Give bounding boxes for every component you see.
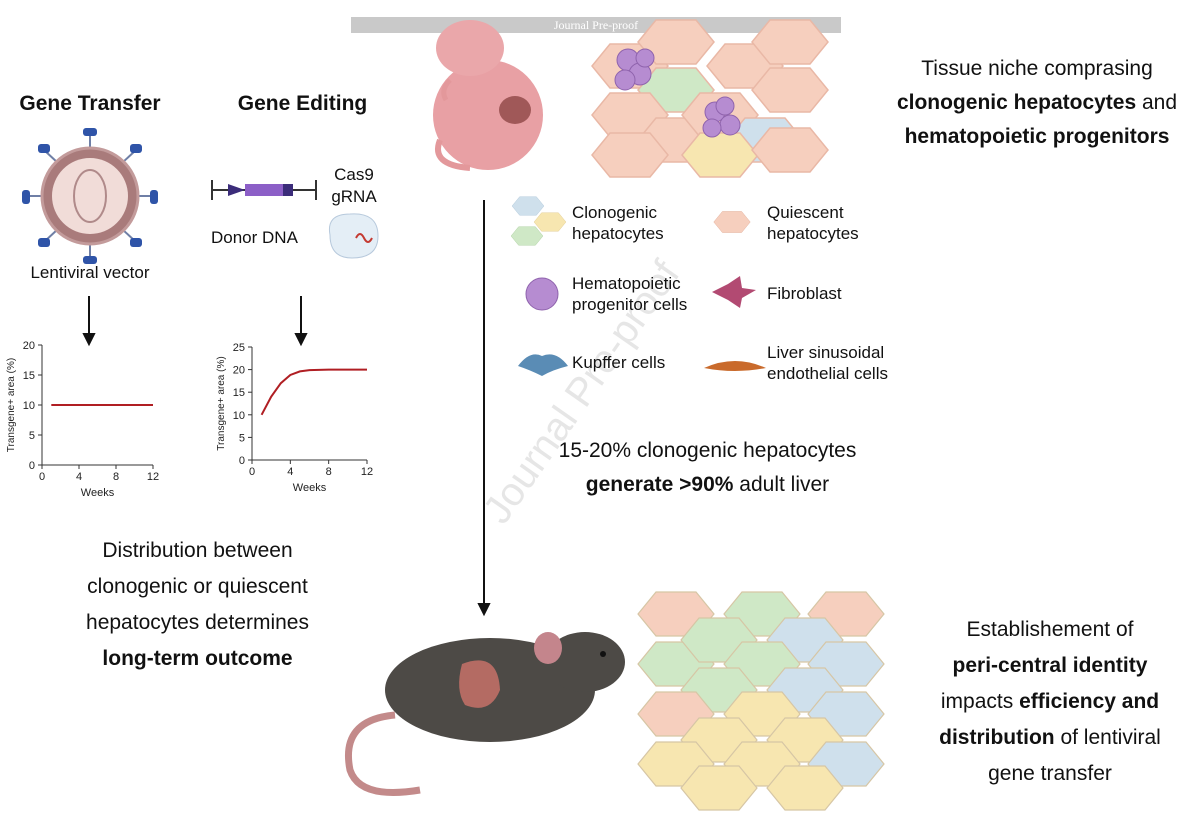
lentiviral-vector-illustration (22, 128, 158, 264)
grna-label: gRNA (331, 187, 377, 206)
lentiviral-vector-label: Lentiviral vector (30, 263, 150, 282)
y-tick-label: 10 (233, 410, 245, 422)
y-tick-label: 15 (233, 387, 245, 399)
progenitor-clusters (614, 48, 741, 138)
series-line (260, 368, 367, 416)
distribution-text: Distribution between clonogenic or quies… (86, 539, 309, 670)
tissue-niche-cluster (591, 19, 829, 178)
x-axis-label: Weeks (81, 487, 115, 499)
y-tick-label: 20 (23, 340, 35, 352)
y-axis-label: Transgene+ area (%) (6, 358, 17, 452)
gene-editing-title: Gene Editing (237, 92, 368, 115)
gene-transfer-title: Gene Transfer (19, 92, 161, 115)
tissue-niche-text: Tissue niche comprasing clonogenic hepat… (896, 57, 1178, 148)
x-tick-label: 8 (326, 466, 332, 478)
x-axis-label: Weeks (293, 482, 327, 494)
y-tick-label: 5 (29, 430, 35, 442)
legend-kupffer: Kupffer cells (572, 353, 666, 372)
y-tick-label: 20 (233, 365, 245, 377)
clonogenic-stat-text: 15-20% clonogenic hepatocytes generate >… (558, 439, 857, 496)
y-axis-label: Transgene+ area (%) (216, 356, 227, 450)
liver-lobule-cluster (637, 591, 885, 811)
x-tick-label: 12 (147, 471, 159, 483)
y-tick-label: 0 (239, 455, 245, 467)
identity-text: Establishement of peri-central identity … (939, 618, 1161, 785)
x-tick-label: 4 (76, 471, 82, 483)
x-tick-label: 0 (39, 471, 45, 483)
cas9-grna-illustration (328, 213, 379, 259)
adult-mouse-illustration (345, 632, 625, 796)
x-tick-label: 4 (287, 466, 293, 478)
x-tick-label: 8 (113, 471, 119, 483)
y-tick-label: 5 (239, 432, 245, 444)
cas9-label: Cas9 (334, 165, 374, 184)
flow-arrows (82, 200, 491, 617)
y-tick-label: 10 (23, 400, 35, 412)
x-tick-label: 0 (249, 466, 255, 478)
legend-icons (510, 196, 766, 376)
newborn-mouse-illustration (433, 20, 543, 171)
legend-fibroblast: Fibroblast (767, 284, 842, 303)
donor-dna-illustration (211, 180, 317, 200)
y-tick-label: 15 (23, 370, 35, 382)
donor-dna-label: Donor DNA (211, 228, 298, 247)
y-tick-label: 25 (233, 342, 245, 354)
y-tick-label: 0 (29, 460, 35, 472)
x-tick-label: 12 (361, 466, 373, 478)
